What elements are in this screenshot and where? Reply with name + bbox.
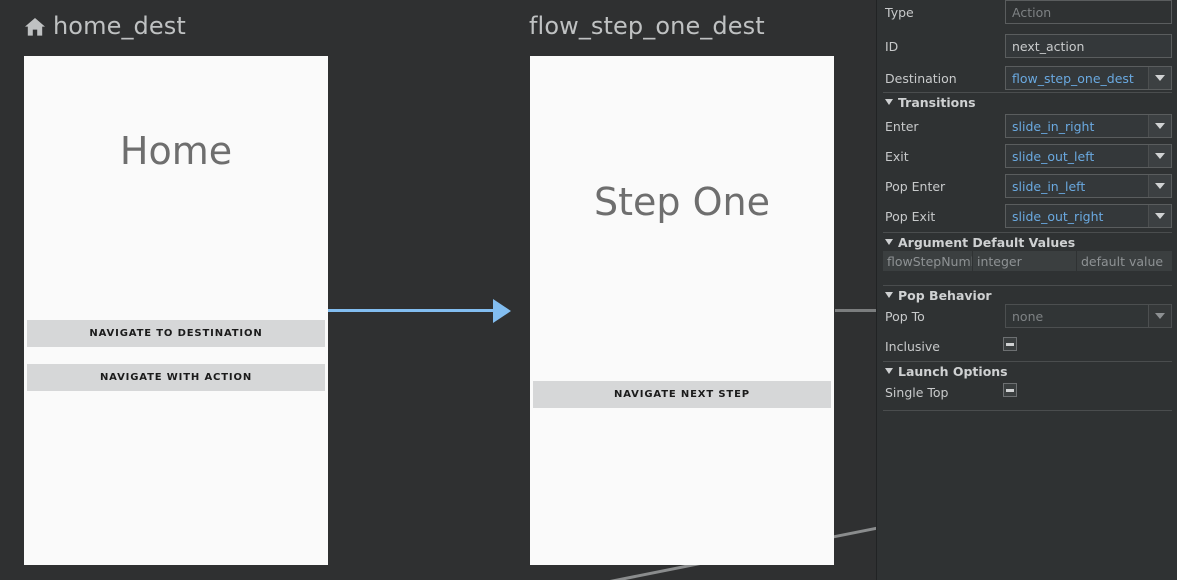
chevron-down-icon[interactable] <box>1148 175 1171 197</box>
pop-to-value: none <box>1012 308 1044 324</box>
argument-type-cell[interactable]: integer <box>973 251 1077 271</box>
destination-card-flow-step-one-dest[interactable]: Step One NAVIGATE NEXT STEP <box>530 56 834 565</box>
panel-bottom-divider <box>883 410 1172 411</box>
destination-dropdown-value: flow_step_one_dest <box>1012 70 1134 86</box>
exit-label: Exit <box>885 148 909 164</box>
destination-label-flow-step-one-dest[interactable]: flow_step_one_dest <box>529 14 765 38</box>
type-field: Action <box>1005 0 1172 24</box>
chevron-down-icon[interactable] <box>1148 305 1171 327</box>
pop-exit-transition-dropdown[interactable]: slide_out_right <box>1005 204 1172 228</box>
single-top-checkbox[interactable] <box>1003 383 1017 397</box>
destination-label-home-dest[interactable]: home_dest <box>24 14 186 41</box>
argument-default-cell[interactable]: default value <box>1077 251 1172 271</box>
screen-title-step-one: Step One <box>594 180 770 224</box>
chevron-down-icon[interactable] <box>1148 67 1171 89</box>
pop-enter-transition-dropdown[interactable]: slide_in_left <box>1005 174 1172 198</box>
section-transitions-title: Transitions <box>885 95 976 110</box>
section-pop-behavior[interactable]: Pop Behavior <box>877 285 1177 305</box>
screen-button-navigate-to-destination[interactable]: NAVIGATE TO DESTINATION <box>27 320 325 347</box>
screen-title-home: Home <box>119 129 233 173</box>
action-inspector-panel: Type Action ID next_action Destination f… <box>876 0 1177 580</box>
screen-button-navigate-next-step[interactable]: NAVIGATE NEXT STEP <box>533 381 831 408</box>
enter-transition-dropdown[interactable]: slide_in_right <box>1005 114 1172 138</box>
destination-name-text: flow_step_one_dest <box>529 12 765 40</box>
section-transitions[interactable]: Transitions <box>877 92 1177 112</box>
id-label: ID <box>885 38 899 54</box>
destination-name-text: home_dest <box>53 12 186 40</box>
chevron-down-icon[interactable] <box>1148 145 1171 167</box>
type-label: Type <box>885 4 914 20</box>
id-input[interactable]: next_action <box>1005 34 1172 58</box>
destination-card-home-dest[interactable]: Home NAVIGATE TO DESTINATION NAVIGATE WI… <box>24 56 328 565</box>
action-connector-next-action-line[interactable] <box>328 309 494 312</box>
navigation-graph-canvas[interactable]: home_dest Home NAVIGATE TO DESTINATION N… <box>0 0 876 580</box>
inclusive-checkbox[interactable] <box>1003 337 1017 351</box>
argument-row[interactable]: flowStepNumbe integer default value <box>883 251 1172 271</box>
single-top-label: Single Top <box>885 384 949 400</box>
section-launch-options[interactable]: Launch Options <box>877 361 1177 381</box>
pop-enter-transition-value: slide_in_left <box>1012 178 1086 194</box>
action-connector-outgoing-stub[interactable] <box>835 309 876 312</box>
pop-exit-transition-value: slide_out_right <box>1012 208 1104 224</box>
exit-transition-value: slide_out_left <box>1012 148 1095 164</box>
destination-dropdown[interactable]: flow_step_one_dest <box>1005 66 1172 90</box>
argument-name-cell[interactable]: flowStepNumbe <box>883 251 973 271</box>
pop-to-label: Pop To <box>885 308 925 324</box>
chevron-down-icon[interactable] <box>1148 115 1171 137</box>
pop-enter-label: Pop Enter <box>885 178 946 194</box>
inclusive-label: Inclusive <box>885 338 940 354</box>
section-argument-default-values-title: Argument Default Values <box>885 235 1075 250</box>
destination-label: Destination <box>885 70 957 86</box>
enter-transition-value: slide_in_right <box>1012 118 1095 134</box>
section-argument-default-values[interactable]: Argument Default Values <box>877 232 1177 252</box>
enter-label: Enter <box>885 118 919 134</box>
action-connector-next-action-arrowhead[interactable] <box>493 299 511 323</box>
screen-button-navigate-with-action[interactable]: NAVIGATE WITH ACTION <box>27 364 325 391</box>
section-pop-behavior-title: Pop Behavior <box>885 288 992 303</box>
pop-to-dropdown[interactable]: none <box>1005 304 1172 328</box>
chevron-down-icon[interactable] <box>1148 205 1171 227</box>
pop-exit-label: Pop Exit <box>885 208 936 224</box>
exit-transition-dropdown[interactable]: slide_out_left <box>1005 144 1172 168</box>
section-launch-options-title: Launch Options <box>885 364 1008 379</box>
home-icon <box>24 17 46 41</box>
